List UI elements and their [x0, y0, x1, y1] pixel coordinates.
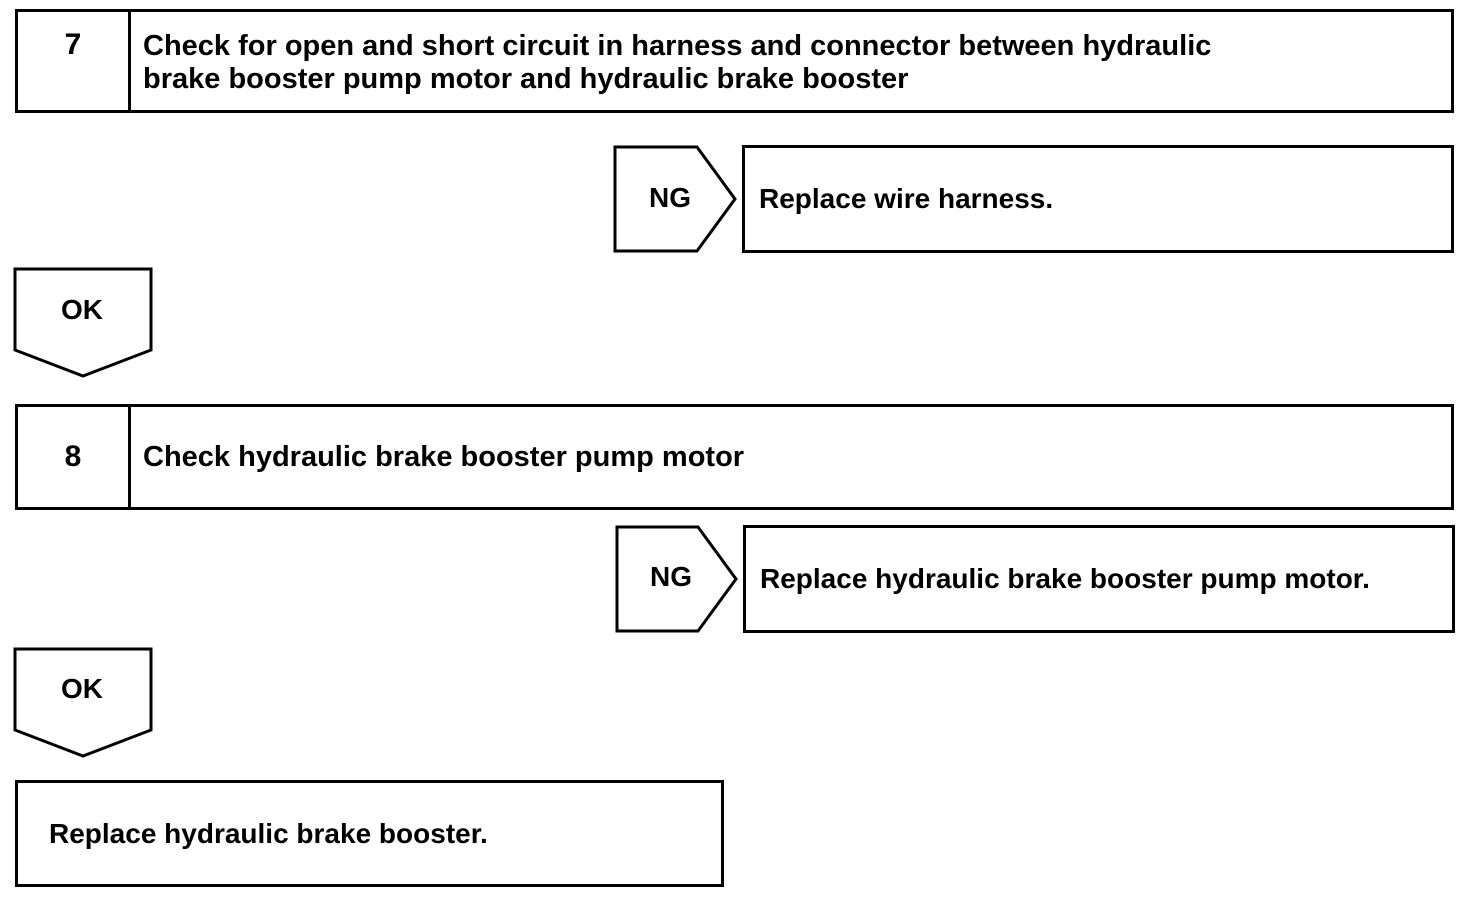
step-7-box: 7 Check for open and short circuit in ha…: [15, 9, 1454, 113]
ok-label-2: OK: [61, 673, 103, 704]
ng-action-1-text: Replace wire harness.: [759, 183, 1054, 214]
ng-action-2-text: Replace hydraulic brake booster pump mot…: [760, 563, 1370, 594]
ok-label-1: OK: [61, 294, 103, 325]
ng-action-2-box: Replace hydraulic brake booster pump mot…: [743, 525, 1455, 633]
step-7-title-line-1: Check for open and short circuit in harn…: [143, 30, 1212, 62]
ng-label-2: NG: [650, 561, 692, 592]
step-8-number: 8: [18, 407, 131, 507]
final-action-text: Replace hydraulic brake booster.: [49, 817, 488, 849]
step-7-title: Check for open and short circuit in harn…: [131, 12, 1451, 110]
step-8-title: Check hydraulic brake booster pump motor: [143, 440, 745, 473]
final-action-box: Replace hydraulic brake booster.: [15, 780, 724, 887]
ng-action-1-box: Replace wire harness.: [742, 145, 1454, 253]
ng-label-1: NG: [649, 182, 691, 213]
step-8-box: 8 Check hydraulic brake booster pump mot…: [15, 404, 1454, 510]
step-7-number: 7: [18, 12, 131, 110]
step-7-title-line-2: brake booster pump motor and hydraulic b…: [143, 63, 909, 95]
